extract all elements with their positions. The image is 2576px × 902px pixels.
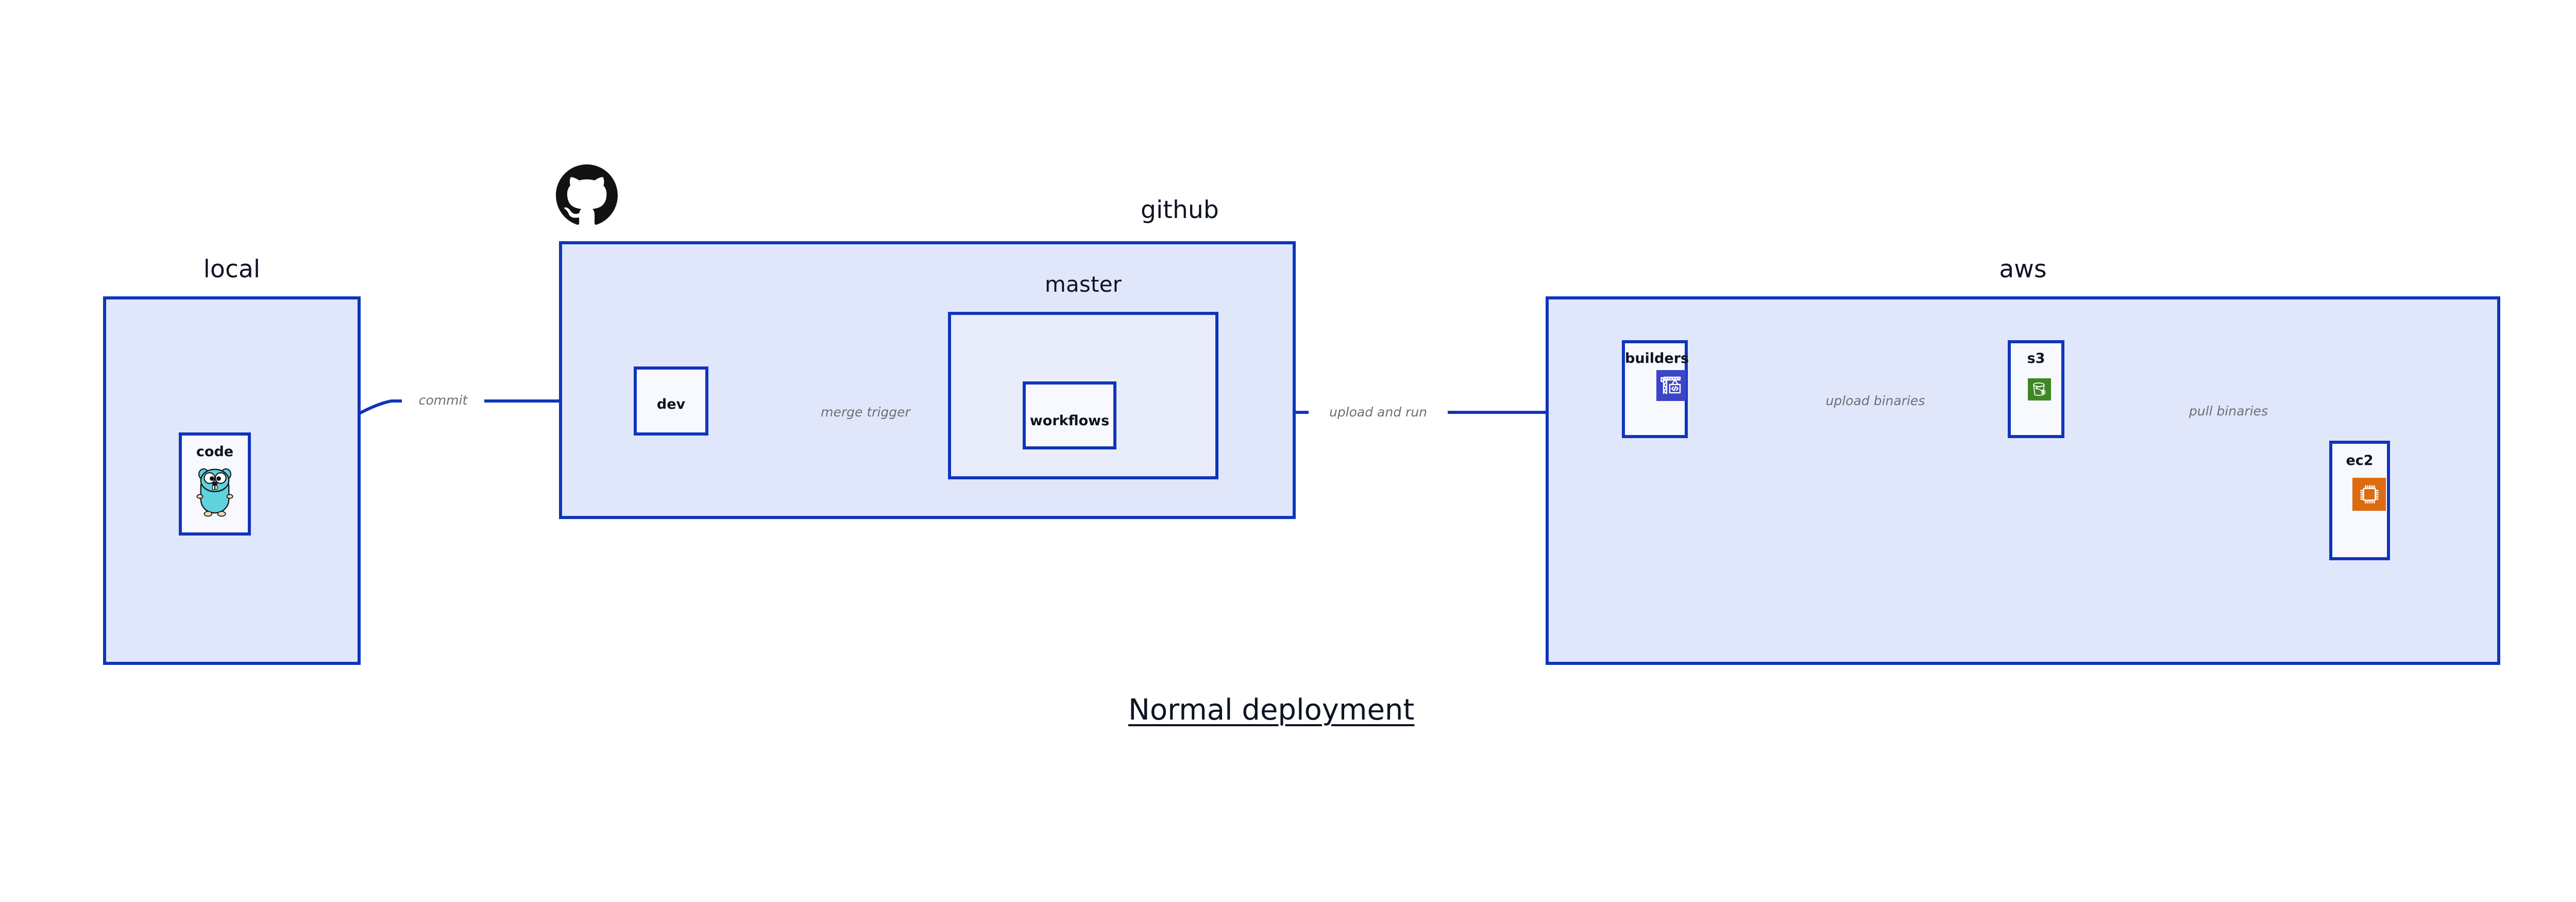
node-label-s3: s3 bbox=[2027, 350, 2045, 366]
group-local bbox=[103, 296, 361, 665]
page-title: Normal deployment bbox=[1128, 693, 1415, 727]
node-builders[interactable]: builders bbox=[1622, 340, 1689, 438]
node-label-ec2: ec2 bbox=[2346, 453, 2374, 469]
group-label-master: master bbox=[1044, 272, 1122, 297]
edge-label-upload-binaries: upload binaries bbox=[1806, 393, 1945, 408]
s3-bucket-icon bbox=[2028, 378, 2051, 400]
cpu-chip-icon bbox=[2352, 478, 2386, 511]
edge-label-commit: commit bbox=[402, 393, 484, 408]
node-label-builders: builders bbox=[1625, 350, 1689, 366]
node-workflows[interactable]: workflows bbox=[1023, 381, 1116, 449]
node-dev[interactable]: dev bbox=[634, 366, 708, 436]
node-label-dev: dev bbox=[656, 396, 686, 412]
node-label-workflows: workflows bbox=[1029, 413, 1110, 429]
crane-code-icon bbox=[1656, 370, 1686, 401]
go-gopher-icon bbox=[191, 459, 239, 521]
edge-label-merge-trigger: merge trigger bbox=[804, 405, 927, 420]
edge-label-upload-and-run: upload and run bbox=[1309, 405, 1448, 420]
group-label-local: local bbox=[203, 255, 261, 283]
group-label-github: github bbox=[1141, 196, 1219, 224]
edge-label-pull-binaries: pull binaries bbox=[2173, 404, 2284, 419]
node-label-code: code bbox=[196, 444, 234, 460]
github-logo-icon bbox=[555, 164, 618, 227]
group-label-aws: aws bbox=[1999, 255, 2047, 283]
